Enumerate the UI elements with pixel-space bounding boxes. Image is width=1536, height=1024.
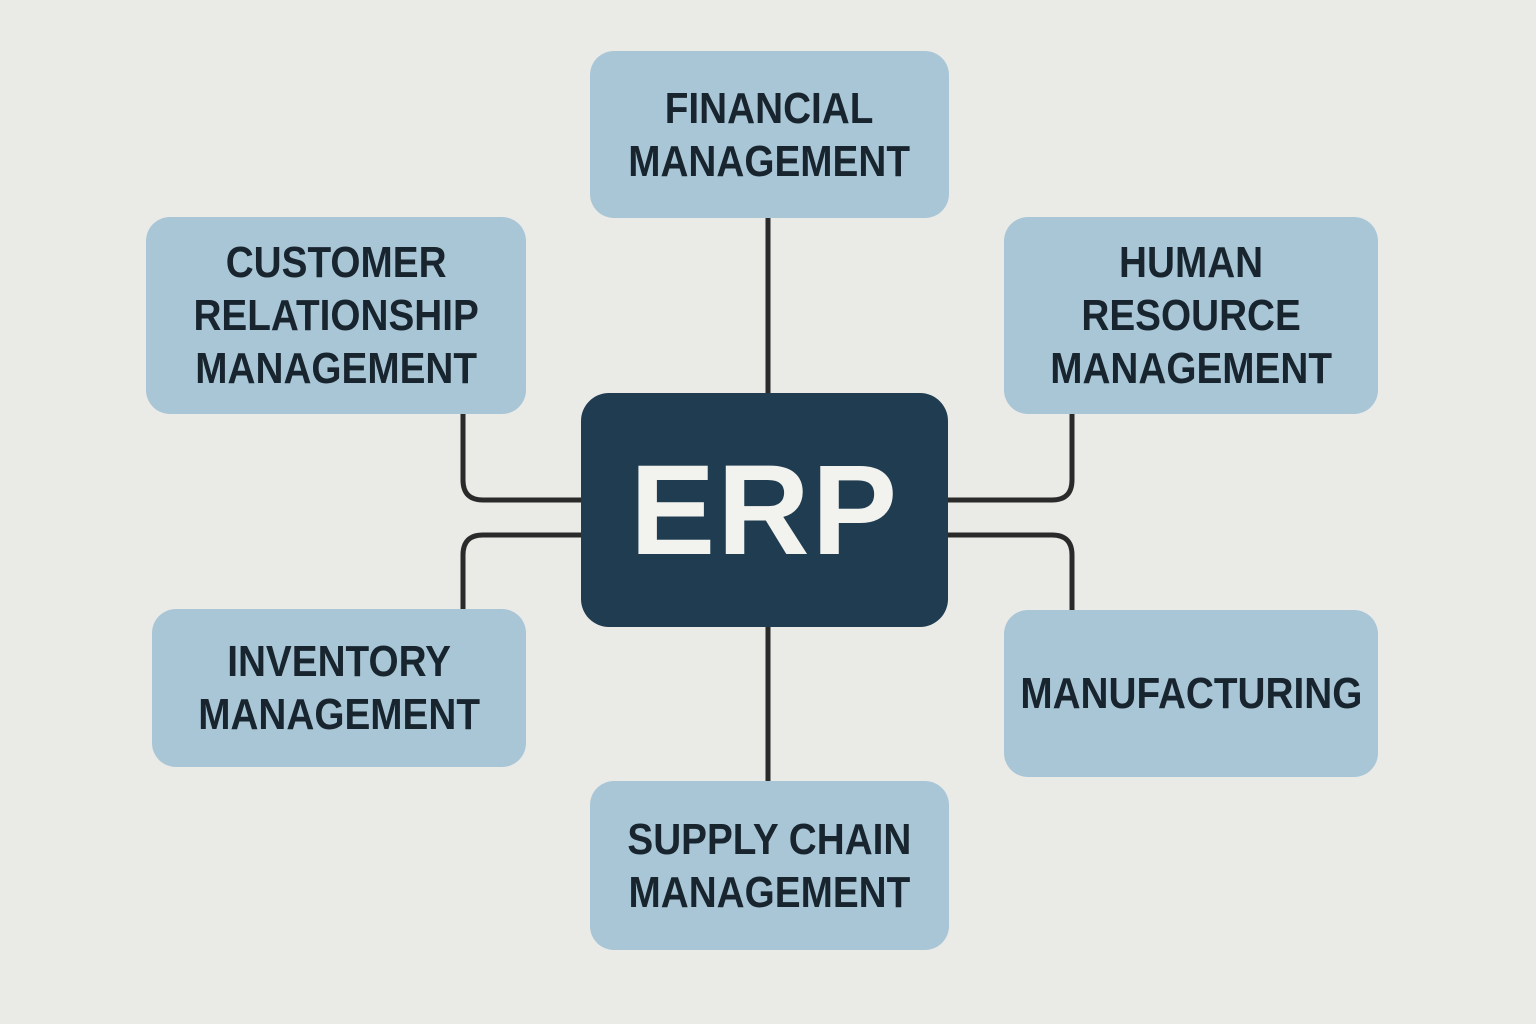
- module-label: RESOURCE: [1081, 291, 1301, 340]
- module-label: SUPPLY CHAIN: [627, 814, 912, 864]
- module-label: HUMAN: [1118, 238, 1264, 287]
- module-label: MANAGEMENT: [195, 344, 477, 393]
- module-label: MANUFACTURING: [1020, 669, 1363, 718]
- erp-center-node: ERP: [581, 393, 948, 627]
- module-label: INVENTORY: [227, 637, 451, 686]
- connector-manufacturing: [948, 532, 1075, 610]
- module-label: FINANCIAL: [665, 83, 874, 133]
- module-label: MANAGEMENT: [1050, 344, 1332, 393]
- module-label: CUSTOMER: [225, 238, 447, 287]
- erp-label: ERP: [629, 438, 900, 582]
- module-label: RELATIONSHIP: [193, 291, 479, 340]
- module-label: MANAGEMENT: [628, 867, 911, 917]
- connector-inventory: [460, 532, 581, 609]
- module-manufacturing: MANUFACTURING: [1004, 610, 1378, 777]
- module-label: MANAGEMENT: [198, 690, 480, 739]
- connector-hr: [948, 414, 1075, 503]
- connector-crm: [460, 414, 581, 503]
- module-label: MANAGEMENT: [628, 136, 911, 186]
